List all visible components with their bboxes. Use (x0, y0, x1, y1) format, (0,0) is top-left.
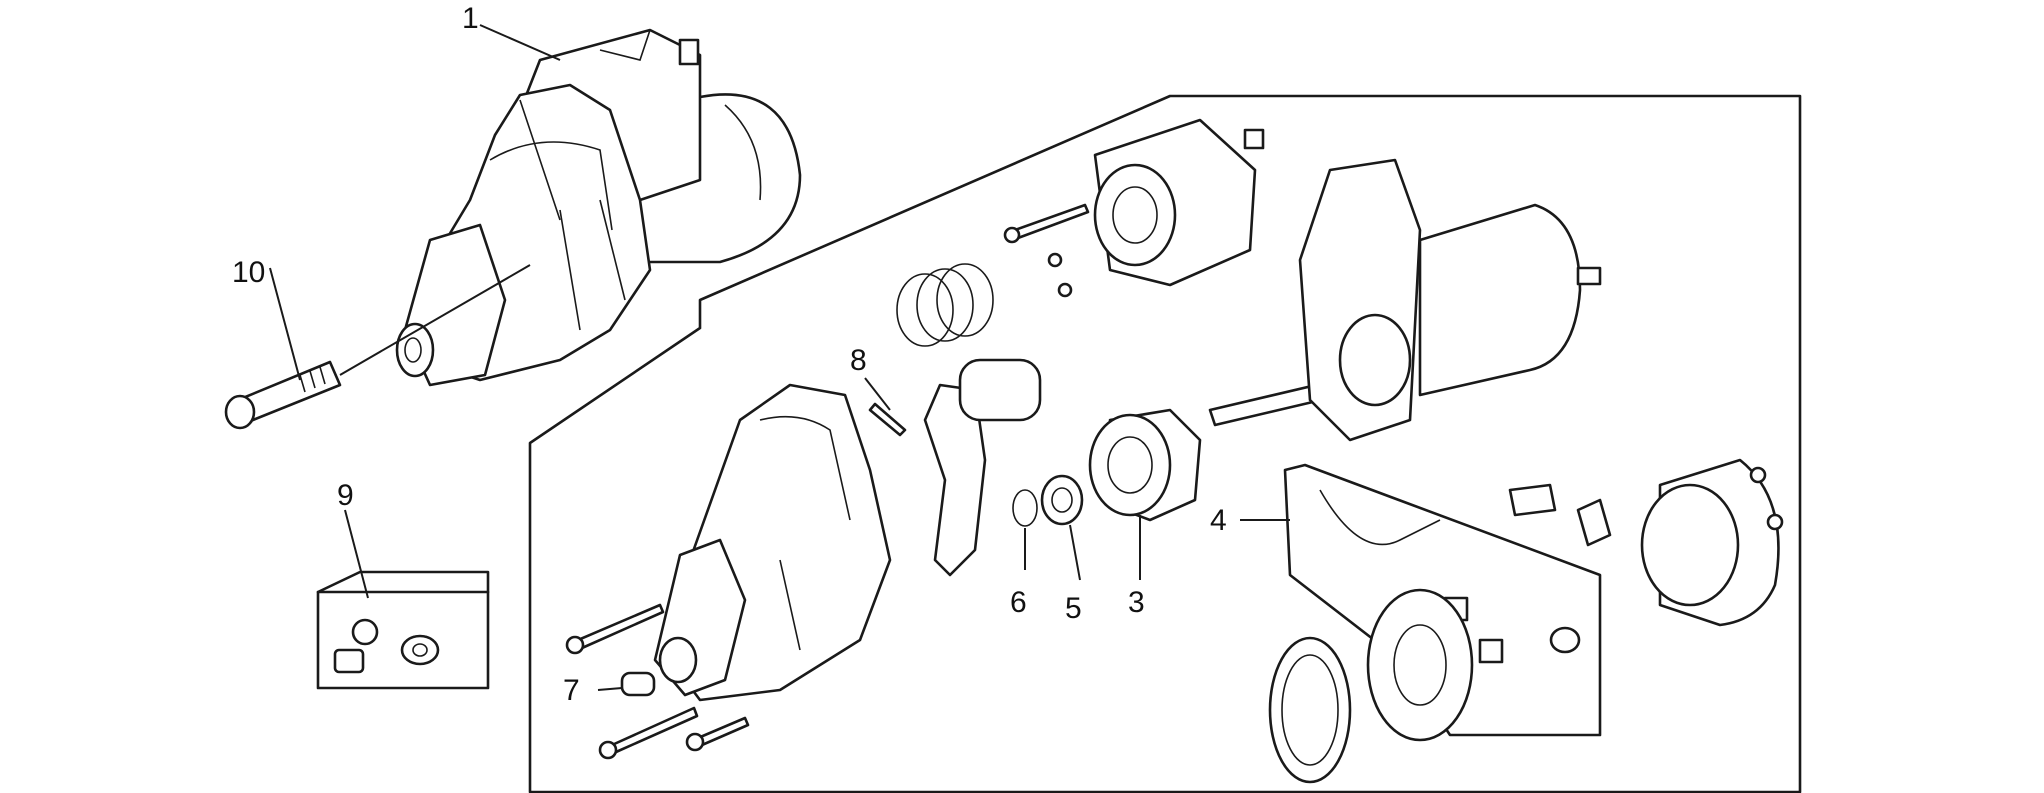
callout-9: 9 (337, 479, 354, 512)
washer-5 (1040, 474, 1084, 581)
engagement-fork (923, 358, 1042, 577)
starter-motor-assembly (395, 28, 802, 387)
solenoid (1003, 118, 1265, 298)
drive-end-housing (653, 383, 892, 702)
long-bolts (565, 603, 750, 760)
exploded-view-frame (528, 94, 1802, 793)
callout-8: 8 (850, 344, 867, 377)
callout-10: 10 (232, 256, 265, 289)
callout-3: 3 (1128, 586, 1145, 619)
callout-4: 4 (1210, 504, 1227, 537)
callout-5: 5 (1065, 592, 1082, 625)
return-springs (896, 263, 994, 347)
callout-1: 1 (462, 2, 479, 35)
callout-leaders (269, 24, 561, 599)
armature-and-yoke (1208, 158, 1602, 442)
retaining-ring-6 (1012, 489, 1038, 570)
callout-6: 6 (1010, 586, 1027, 619)
parts-kit-9 (316, 570, 490, 690)
callout-7: 7 (563, 674, 580, 707)
pinion-drive-3 (1088, 408, 1202, 580)
end-cap (1640, 458, 1784, 627)
commutator-end-plates (1268, 588, 1474, 784)
pin-8 (864, 377, 907, 437)
bush-7 (597, 671, 656, 697)
